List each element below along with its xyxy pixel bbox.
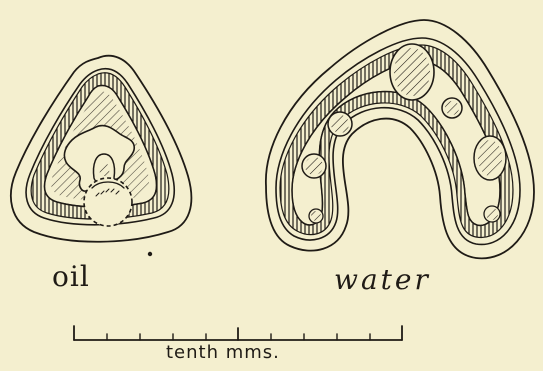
water-vacuole-left-mid bbox=[302, 154, 326, 178]
scale-bar bbox=[74, 326, 402, 340]
scale-label: tenth mms. bbox=[166, 342, 280, 363]
water-vacuole-left-upper bbox=[328, 112, 352, 136]
water-vacuole-left-lower bbox=[309, 209, 323, 223]
oil-speck bbox=[148, 252, 152, 256]
water-large-vacuole bbox=[390, 44, 434, 100]
water-vacuole-right-upper bbox=[442, 98, 462, 118]
oil-label: oil bbox=[52, 260, 90, 293]
water-label: water bbox=[334, 263, 431, 296]
oil-cell bbox=[11, 56, 191, 256]
water-vacuole-right-mid bbox=[474, 136, 506, 180]
water-cell bbox=[266, 20, 534, 258]
oil-droplet bbox=[84, 178, 132, 226]
water-vacuole-right-lower bbox=[484, 206, 500, 222]
